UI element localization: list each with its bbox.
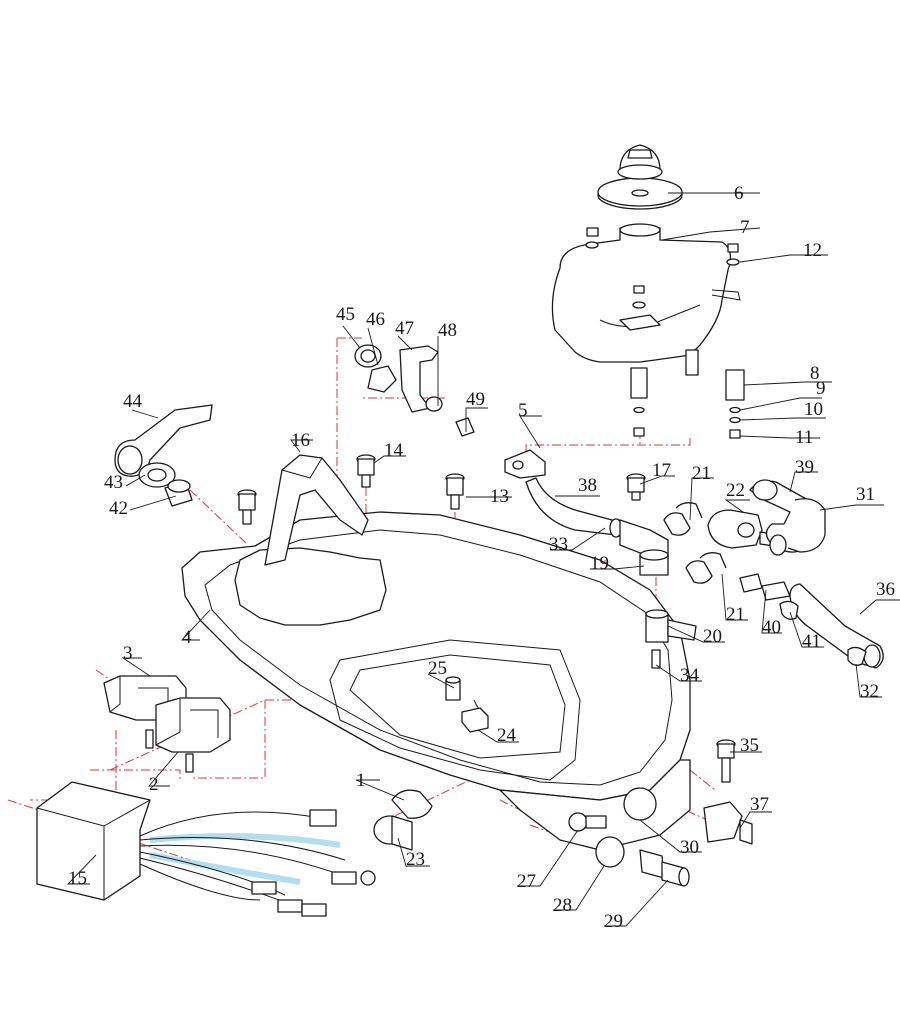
callout-15: 15 bbox=[68, 868, 87, 889]
grommets bbox=[373, 789, 433, 851]
callout-14: 14 bbox=[384, 440, 404, 461]
callout-41: 41 bbox=[802, 631, 821, 652]
callout-19: 19 bbox=[590, 553, 609, 574]
callout-31: 31 bbox=[856, 484, 875, 505]
bottom-cowl bbox=[181, 511, 691, 851]
callout-12: 12 bbox=[803, 240, 822, 261]
callout-42: 42 bbox=[109, 498, 128, 519]
callout-40: 40 bbox=[762, 617, 781, 638]
fuel-pipe-assembly bbox=[504, 449, 669, 576]
callout-28: 28 bbox=[553, 895, 572, 916]
callout-27: 27 bbox=[517, 871, 536, 892]
callout-25: 25 bbox=[428, 658, 447, 679]
stop-switch-bracket bbox=[354, 344, 475, 437]
callout-29: 29 bbox=[604, 911, 623, 932]
carry-handle bbox=[264, 454, 369, 566]
hose-36 bbox=[739, 573, 884, 669]
callout-10: 10 bbox=[804, 399, 823, 420]
callout-21: 21 bbox=[692, 463, 711, 484]
cdi-unit bbox=[36, 781, 376, 917]
callout-6: 6 bbox=[734, 183, 744, 204]
callout-13: 13 bbox=[490, 486, 509, 507]
callout-1: 1 bbox=[356, 770, 366, 791]
choke-lever bbox=[114, 404, 213, 507]
leader-lines bbox=[66, 192, 900, 927]
callout-17: 17 bbox=[652, 460, 671, 481]
callout-45: 45 bbox=[336, 304, 355, 325]
callout-21: 21 bbox=[726, 604, 745, 625]
mounting-brackets bbox=[103, 675, 231, 773]
callout-48: 48 bbox=[438, 320, 457, 341]
callout-5: 5 bbox=[518, 400, 528, 421]
callout-24: 24 bbox=[497, 725, 517, 746]
callout-30: 30 bbox=[680, 837, 699, 858]
fuel-tank bbox=[551, 223, 741, 376]
callout-32: 32 bbox=[860, 681, 879, 702]
fitting-20 bbox=[645, 609, 697, 669]
callout-36: 36 bbox=[876, 579, 895, 600]
callout-38: 38 bbox=[578, 475, 597, 496]
callout-16: 16 bbox=[291, 430, 310, 451]
callout-9: 9 bbox=[816, 378, 826, 399]
callout-20: 20 bbox=[703, 626, 722, 647]
callout-49: 49 bbox=[466, 389, 485, 410]
callout-8: 8 bbox=[810, 363, 820, 384]
callout-2: 2 bbox=[149, 774, 159, 795]
fitting-17 bbox=[626, 473, 646, 501]
rear-fittings bbox=[568, 787, 753, 887]
callout-35: 35 bbox=[740, 735, 759, 756]
callout-43: 43 bbox=[104, 472, 123, 493]
fuel-pump bbox=[707, 509, 775, 549]
cowl-bolts bbox=[237, 454, 736, 783]
callout-22: 22 bbox=[726, 480, 745, 501]
callout-3: 3 bbox=[123, 643, 133, 664]
hose-clips bbox=[663, 502, 727, 584]
hose-39-31 bbox=[749, 479, 826, 556]
callout-39: 39 bbox=[795, 457, 814, 478]
callout-33: 33 bbox=[549, 534, 568, 555]
callout-46: 46 bbox=[366, 309, 385, 330]
callout-34: 34 bbox=[680, 665, 700, 686]
callout-47: 47 bbox=[395, 318, 414, 339]
callout-23: 23 bbox=[406, 849, 425, 870]
callout-4: 4 bbox=[182, 627, 192, 648]
callout-7: 7 bbox=[740, 217, 750, 238]
callout-11: 11 bbox=[795, 427, 813, 448]
fuel-cap bbox=[597, 144, 683, 210]
callout-37: 37 bbox=[750, 794, 769, 815]
callout-44: 44 bbox=[123, 391, 143, 412]
inner-fittings bbox=[445, 676, 489, 733]
